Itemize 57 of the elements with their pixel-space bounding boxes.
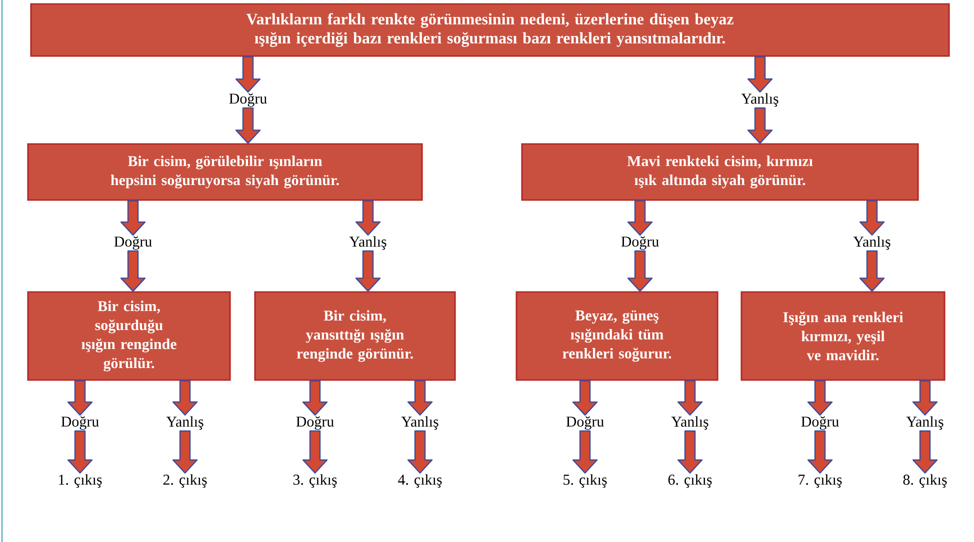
statement-box: Beyaz, güneş ışığındaki tüm renkleri soğurur. bbox=[516, 291, 718, 381]
statement-box: Bir cisim, görülebilir ışınların hepsini soğuruyorsa siyah görünür. bbox=[27, 143, 423, 201]
answer-label: Yanlış bbox=[401, 416, 438, 430]
answer-label: Doğru bbox=[566, 416, 604, 430]
block-arrow bbox=[807, 430, 833, 474]
block-arrow bbox=[747, 107, 773, 144]
block-arrow bbox=[747, 56, 773, 93]
statement-box: Işığın ana renkleri kırmızı, yeşil ve mavidir. bbox=[740, 291, 946, 381]
block-arrow bbox=[302, 380, 328, 416]
block-arrow bbox=[67, 380, 93, 416]
block-arrow bbox=[235, 107, 261, 144]
block-arrow bbox=[407, 430, 433, 474]
block-arrow bbox=[677, 380, 703, 416]
block-arrow bbox=[120, 250, 146, 292]
block-arrow bbox=[677, 430, 703, 474]
block-arrow bbox=[627, 200, 653, 236]
block-arrow bbox=[355, 250, 381, 292]
answer-label: Yanlış bbox=[853, 236, 890, 250]
block-arrow bbox=[807, 380, 833, 416]
block-arrow bbox=[912, 380, 938, 416]
block-arrow bbox=[172, 380, 198, 416]
exit-label: 1. çıkış bbox=[59, 474, 102, 488]
block-arrow bbox=[859, 250, 885, 292]
block-arrow bbox=[859, 200, 885, 236]
block-arrow bbox=[407, 380, 433, 416]
exit-label: 7. çıkış bbox=[798, 474, 842, 488]
exit-label: 4. çıkış bbox=[398, 474, 442, 488]
answer-label: Doğru bbox=[229, 93, 267, 107]
block-arrow bbox=[120, 200, 146, 236]
block-arrow bbox=[572, 430, 598, 474]
answer-label: Yanlış bbox=[349, 236, 386, 250]
answer-label: Yanlış bbox=[671, 416, 708, 430]
block-arrow bbox=[67, 430, 93, 474]
answer-label: Doğru bbox=[621, 236, 659, 250]
exit-label: 5. çıkış bbox=[564, 474, 607, 488]
answer-label: Doğru bbox=[801, 416, 839, 430]
answer-label: Yanlış bbox=[166, 416, 204, 430]
answer-label: Doğru bbox=[61, 416, 99, 430]
answer-label: Yanlış bbox=[741, 93, 778, 107]
statement-box: Bir cisim, soğurduğu ışığın renginde görülür. bbox=[27, 291, 231, 381]
answer-label: Doğru bbox=[114, 236, 152, 250]
exit-label: 2. çıkış bbox=[163, 474, 207, 488]
statement-box: Mavi renkteki cisim, kırmızı ışık altında siyah görünür. bbox=[521, 143, 919, 201]
exit-label: 8. çıkış bbox=[903, 474, 947, 488]
block-arrow bbox=[172, 430, 198, 474]
block-arrow bbox=[355, 200, 381, 236]
answer-label: Yanlış bbox=[906, 416, 944, 430]
block-arrow bbox=[572, 380, 598, 416]
statement-box: Varlıkların farklı renkte görünmesinin nedeni, üzerlerine düşen beyaz ışığın içerdiği bazı renkleri soğurması bazı renkleri yansıtmalarıdır. bbox=[30, 3, 950, 57]
block-arrow bbox=[302, 430, 328, 474]
exit-label: 3. çıkış bbox=[293, 474, 337, 488]
answer-label: Doğru bbox=[296, 416, 334, 430]
block-arrow bbox=[912, 430, 938, 474]
exit-label: 6. çıkış bbox=[668, 474, 712, 488]
statement-box: Bir cisim, yansıttığı ışığın renginde görünür. bbox=[254, 291, 456, 381]
block-arrow bbox=[627, 250, 653, 292]
block-arrow bbox=[235, 56, 261, 93]
